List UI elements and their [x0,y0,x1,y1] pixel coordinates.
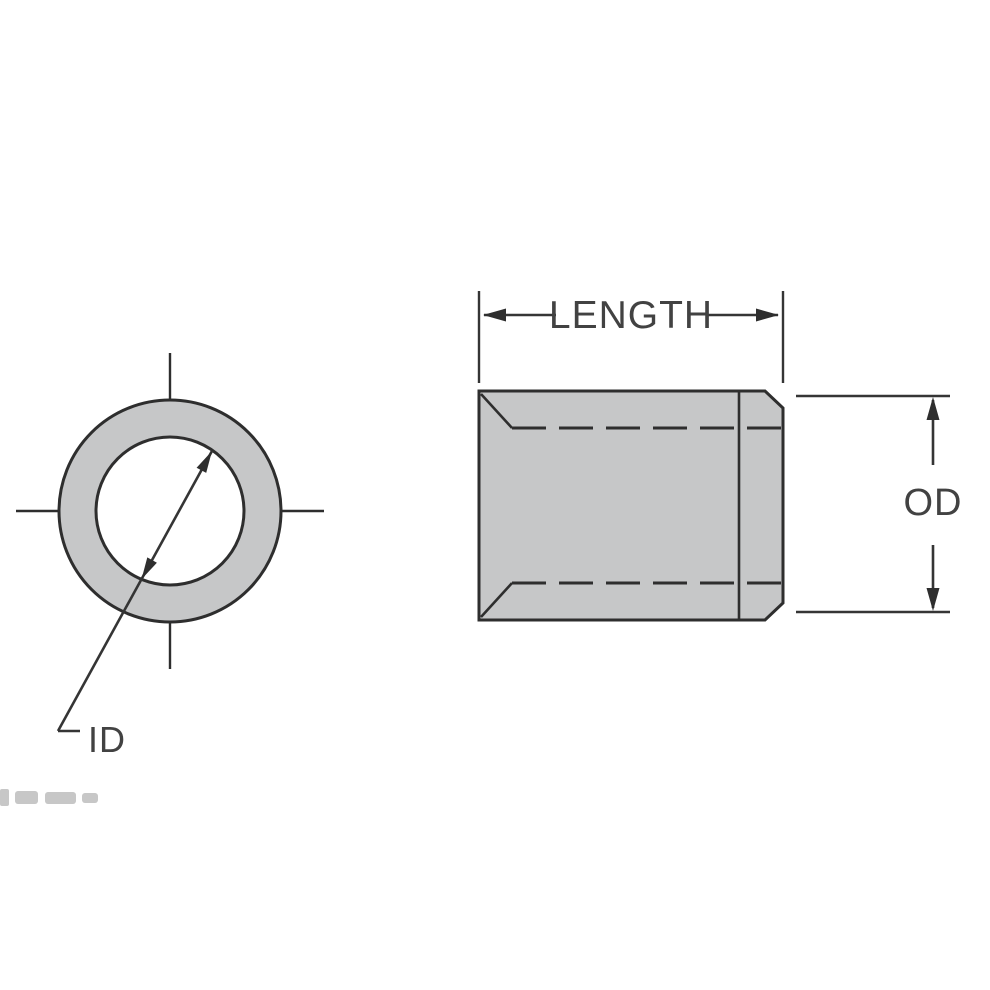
od-arrow-down-icon [926,588,940,611]
length-arrow-left-icon [483,308,506,322]
side-view [477,389,785,622]
length-dimension: LENGTH [477,291,785,383]
bore-chamfer-top [480,393,513,429]
front-view: ID [16,353,324,760]
id-arrow-lower-icon [141,557,157,580]
od-arrow-up-icon [926,397,940,420]
od-label: OD [904,482,963,524]
length-arrow-right-icon [756,308,779,322]
front-view-bore-circle [94,435,246,587]
length-label: LENGTH [549,294,713,337]
side-view-body [477,389,785,622]
id-leader-line [56,450,214,732]
od-dimension: OD [796,394,963,614]
id-arrow-upper-icon [196,451,212,473]
id-label: ID [88,719,126,760]
cropped-edge-artifact [0,789,98,806]
bore-chamfer-bottom [480,582,513,618]
